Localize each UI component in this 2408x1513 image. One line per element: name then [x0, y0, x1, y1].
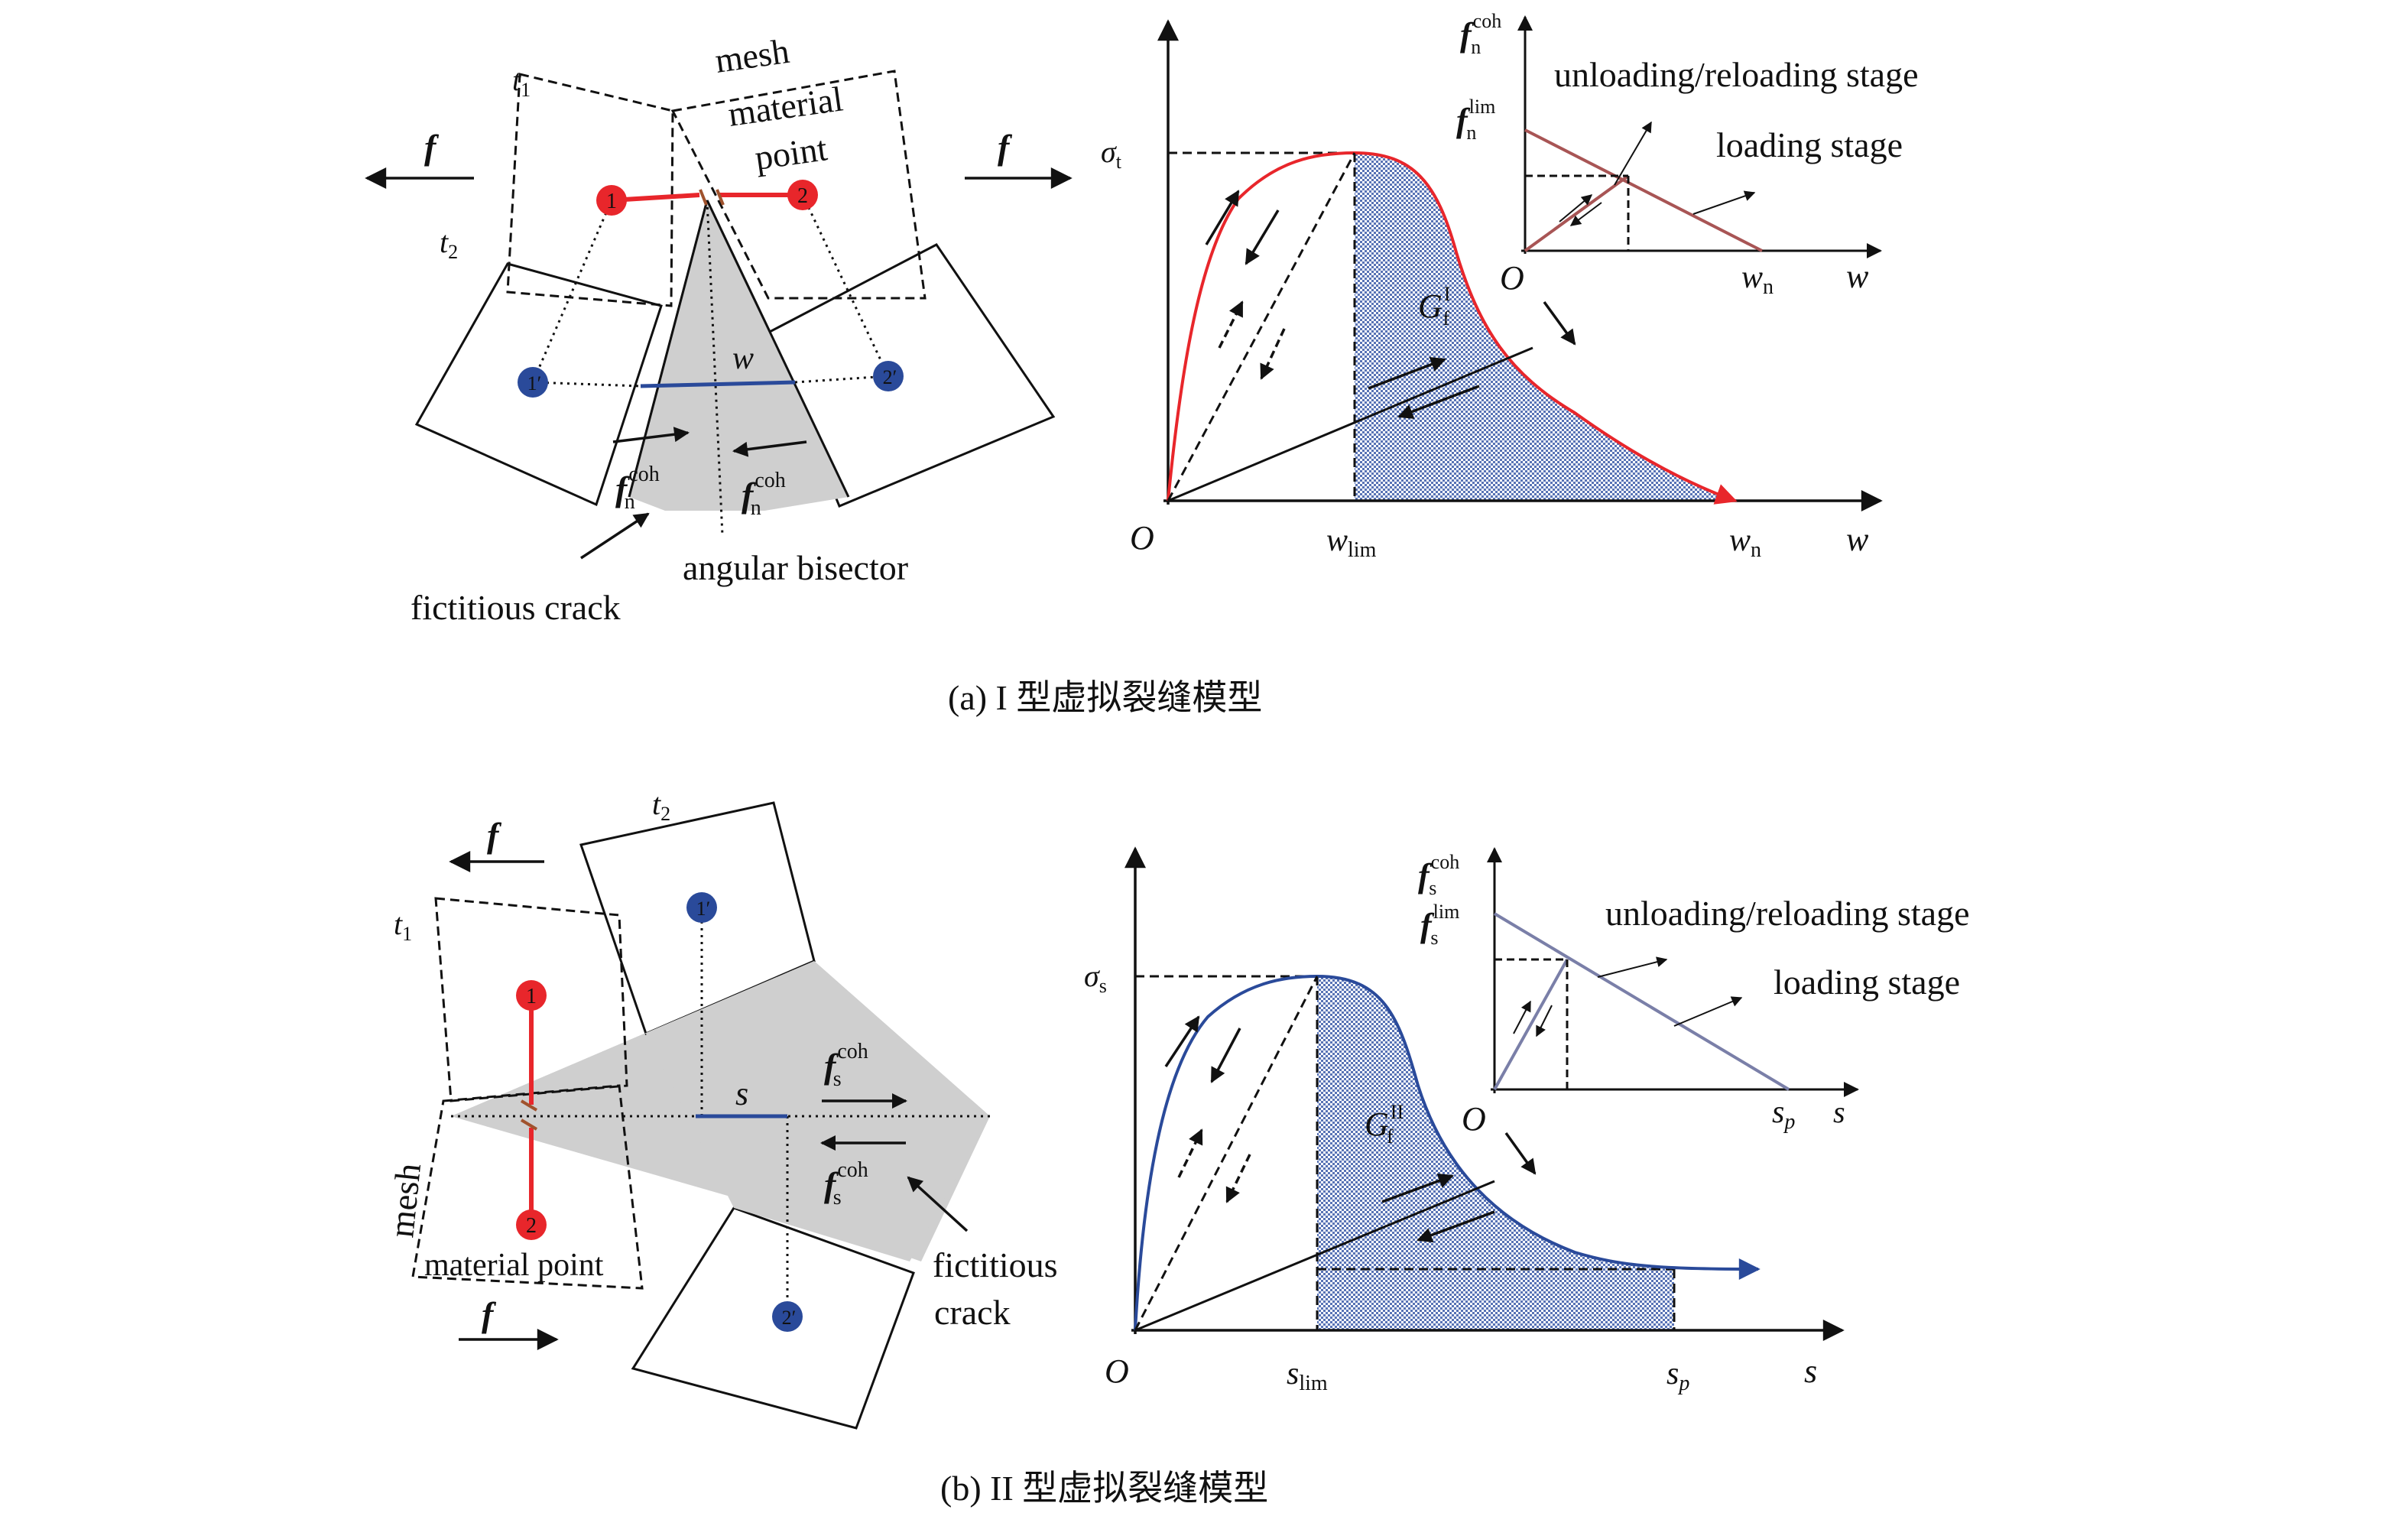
label-material-point-b: material point [424, 1248, 604, 1283]
caption-b: (b) II 型虚拟裂缝模型 [940, 1469, 1268, 1508]
label-s-p: sp [1666, 1356, 1689, 1395]
fracture-energy-area-I [1355, 153, 1735, 501]
node-1-prime-b-label: 1′ [696, 898, 711, 920]
angular-bisector-line [706, 200, 724, 536]
node-1-prime [518, 367, 548, 398]
force-label-bottom-b: f [482, 1295, 497, 1334]
original-cell-t1 [506, 73, 674, 307]
label-t1: t1 [512, 63, 531, 101]
crack-opening-w [640, 380, 796, 388]
label-fictitious-b: fictitious [933, 1245, 1058, 1284]
cohesive-arrow-right [732, 440, 807, 457]
fictitious-crack-pointer-b [907, 1176, 969, 1232]
label-axis-w: w [1846, 521, 1869, 558]
inset-b-sp: sp [1772, 1095, 1795, 1134]
force-label-left: f [424, 128, 440, 167]
inset-b-origin: O [1462, 1100, 1486, 1138]
node-1-label: 1 [606, 190, 617, 213]
node-2-prime-b-label: 2′ [782, 1307, 797, 1329]
panel-a-left-diagram: 1 2 1′ 2′ f f mesh material point t1 t2 … [365, 31, 1073, 627]
label-origin-b: O [1105, 1352, 1129, 1390]
label-w: w [732, 341, 754, 376]
label-fictitious-crack: fictitious crack [411, 588, 621, 627]
inset-a-unloading: unloading/reloading stage [1554, 55, 1919, 94]
cohesive-arrow-left [612, 427, 690, 443]
softening-curve-II [1134, 974, 1761, 1331]
label-t2: t2 [440, 225, 458, 263]
label-s-b: s [735, 1075, 748, 1112]
node-1-prime-label: 1′ [527, 372, 542, 394]
inset-b-axis-s: s [1833, 1095, 1845, 1129]
inset-b-unloading: unloading/reloading stage [1605, 894, 1970, 933]
label-t2-b: t2 [652, 787, 670, 825]
label-sigma-t: σt [1101, 135, 1122, 173]
node-1 [596, 185, 627, 216]
inset-a-wn: wn [1741, 260, 1774, 299]
label-w-n: wn [1729, 523, 1761, 562]
label-axis-s: s [1804, 1352, 1817, 1390]
inset-b-softening-line [1493, 912, 1790, 1091]
node-2-prime [873, 361, 904, 391]
inset-a-origin: O [1500, 259, 1524, 297]
label-s-lim: slim [1287, 1356, 1328, 1395]
original-cell-mesh [670, 70, 927, 300]
original-cell-t1-b [434, 897, 628, 1102]
label-t1-b: t1 [394, 907, 412, 945]
node-2 [787, 180, 818, 210]
node-2-label: 2 [797, 184, 808, 208]
label-material: material [725, 79, 845, 133]
node-1-prime-b [686, 892, 717, 923]
label-origin-a: O [1130, 519, 1154, 557]
fracture-energy-area-II [1317, 976, 1674, 1330]
node-2-prime-b [772, 1301, 803, 1332]
node-2-b [516, 1209, 547, 1240]
label-mesh: mesh [712, 31, 791, 80]
inset-a-loading: loading stage [1716, 125, 1903, 164]
label-mesh-b: mesh [381, 1161, 428, 1239]
inset-a-axis-w: w [1846, 258, 1869, 295]
node-2-prime-label: 2′ [883, 366, 897, 388]
inset-b-loading: loading stage [1774, 963, 1960, 1002]
label-w-lim: wlim [1326, 523, 1377, 562]
original-cell-mesh-b [411, 1084, 644, 1290]
force-label-top-b: f [487, 816, 502, 855]
label-angular-bisector: angular bisector [683, 548, 908, 587]
caption-a: (a) I 型虚拟裂缝模型 [948, 678, 1262, 717]
softening-curve-I [1167, 151, 1738, 505]
inset-a-softening-line [1524, 128, 1763, 252]
fictitious-crack-pointer [580, 512, 650, 560]
label-sigma-s: σs [1084, 959, 1107, 997]
node-1-b-label: 1 [526, 985, 537, 1008]
label-point: point [752, 128, 829, 177]
node-2-b-label: 2 [526, 1214, 537, 1238]
node-1-b [516, 980, 547, 1011]
force-label-right: f [998, 128, 1013, 167]
label-crack-b: crack [934, 1293, 1011, 1332]
